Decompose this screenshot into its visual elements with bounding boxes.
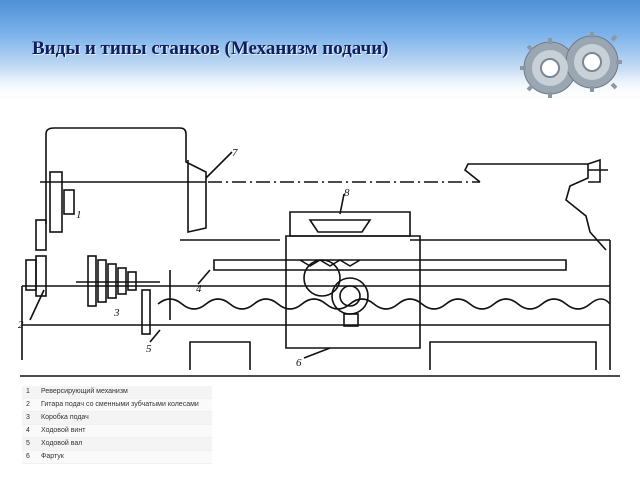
diagram-label-1: 1 [76, 209, 82, 221]
legend-text: Ходовой винт [41, 427, 86, 434]
diagram-label-3: 3 [113, 307, 120, 319]
legend-text: Гитара подач со сменными зубчатыми колес… [41, 401, 199, 408]
diagram-label-2: 2 [18, 319, 24, 331]
diagram-label-8: 8 [344, 187, 350, 199]
legend-row: 1 Реверсирующий механизм [22, 386, 212, 399]
legend-row: 2 Гитара подач со сменными зубчатыми кол… [22, 399, 212, 412]
legend-text: Коробка подач [41, 414, 89, 421]
feed-mechanism-diagram: 7 8 1 4 3 2 5 6 [18, 127, 620, 377]
legend-row: 4 Ходовой винт [22, 425, 212, 438]
legend-num: 3 [26, 414, 30, 421]
legend-num: 2 [26, 401, 30, 408]
legend-num: 6 [26, 453, 30, 460]
legend-text: Ходовой вал [41, 440, 83, 447]
legend-text: Реверсирующий механизм [41, 388, 128, 395]
diagram-label-5: 5 [146, 343, 152, 355]
legend-row: 3 Коробка подач [22, 412, 212, 425]
slide-title: Виды и типы станков (Механизм подачи) [32, 38, 389, 59]
legend-num: 1 [26, 388, 30, 395]
diagram-label-4: 4 [196, 283, 202, 295]
legend-table: 1 Реверсирующий механизм 2 Гитара подач … [22, 386, 212, 464]
slide-header: Виды и типы станков (Механизм подачи) [0, 0, 640, 100]
legend-num: 4 [26, 427, 30, 434]
diagram-label-7: 7 [232, 147, 238, 159]
legend-row: 5 Ходовой вал [22, 438, 212, 451]
legend-row: 6 Фартук [22, 451, 212, 464]
diagram-label-6: 6 [296, 357, 302, 369]
legend-text: Фартук [41, 453, 64, 460]
gears-icon [520, 32, 622, 98]
legend-num: 5 [26, 440, 30, 447]
